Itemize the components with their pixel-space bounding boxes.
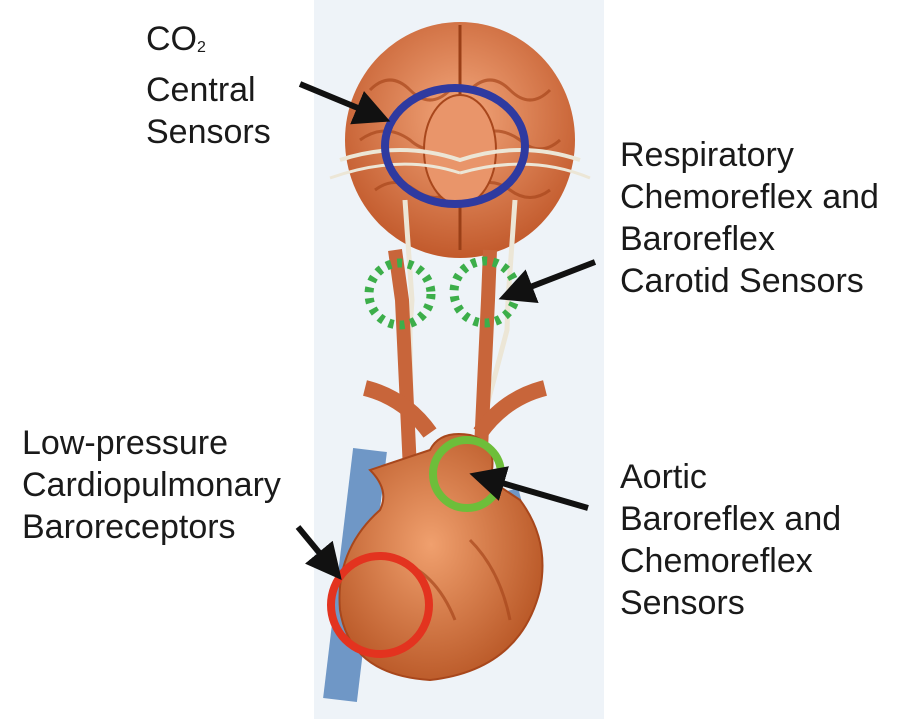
carotid-label-line: Respiratory: [620, 134, 879, 176]
central-label-line: Central: [146, 69, 271, 111]
aortic-label-line: Chemoreflex: [620, 540, 841, 582]
carotid-label-line: Carotid Sensors: [620, 260, 879, 302]
central-sensors-label: CO2 Central Sensors: [146, 18, 271, 153]
cardiopulmonary-label: Low-pressure Cardiopulmonary Barorecepto…: [22, 422, 281, 548]
aortic-label-line: Baroreflex and: [620, 498, 841, 540]
aortic-label-line: Aortic: [620, 456, 841, 498]
aortic-sensors-label: Aortic Baroreflex and Chemoreflex Sensor…: [620, 456, 841, 624]
aortic-label-line: Sensors: [620, 582, 841, 624]
cardiopulmonary-label-line: Cardiopulmonary: [22, 464, 281, 506]
co2-formula: CO2: [146, 18, 271, 69]
cardiopulmonary-label-line: Low-pressure: [22, 422, 281, 464]
carotid-label-line: Baroreflex: [620, 218, 879, 260]
central-label-line: Sensors: [146, 111, 271, 153]
carotid-sensors-label: Respiratory Chemoreflex and Baroreflex C…: [620, 134, 879, 302]
carotid-label-line: Chemoreflex and: [620, 176, 879, 218]
cardiopulmonary-label-line: Baroreceptors: [22, 506, 281, 548]
